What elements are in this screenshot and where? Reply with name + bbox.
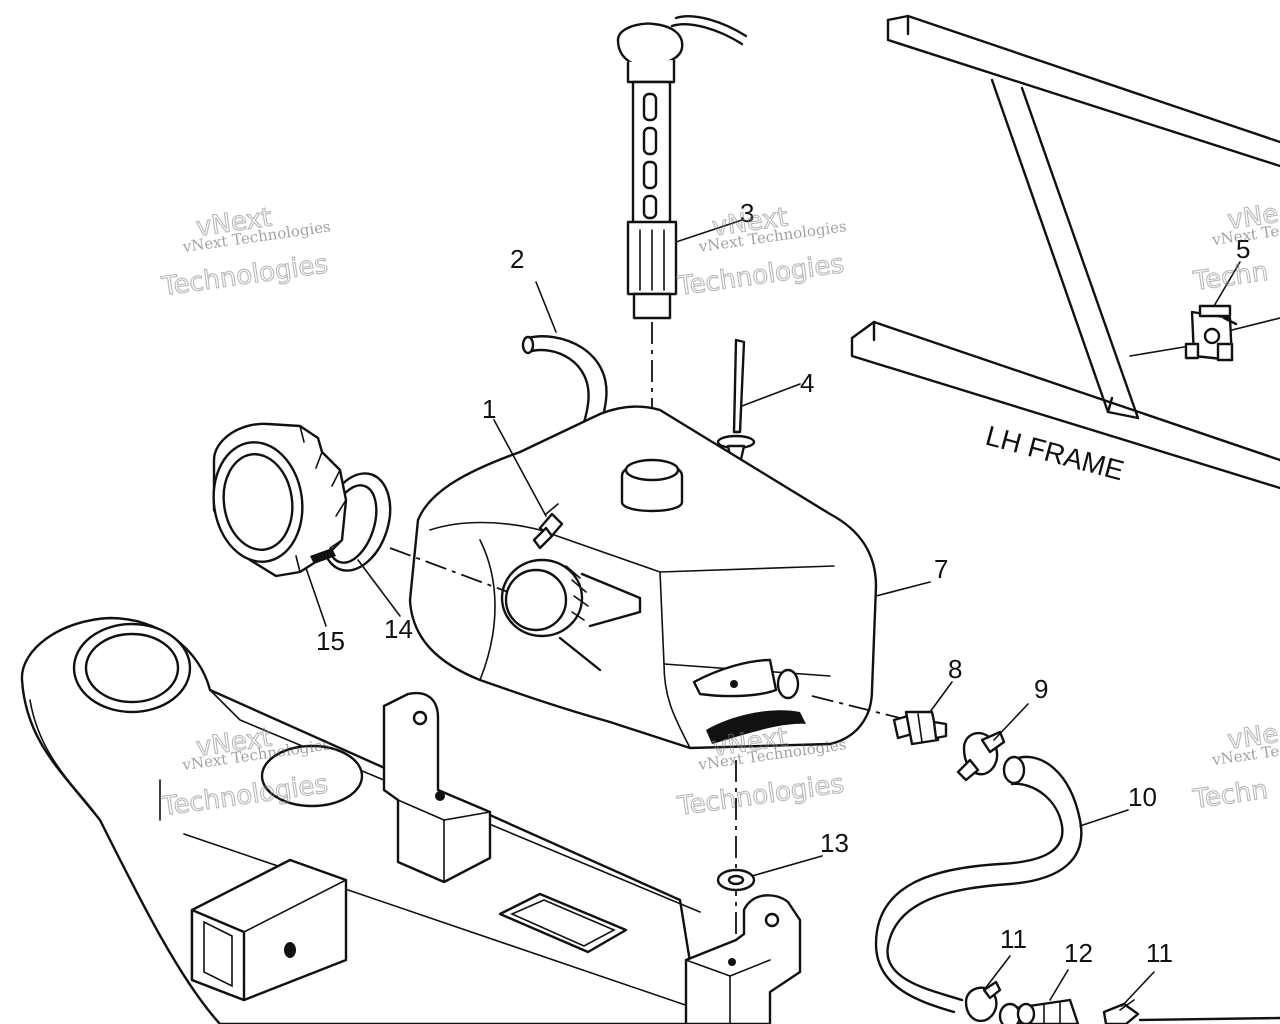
callout-15: 15 <box>316 626 345 656</box>
hose-clamp-part-11-left <box>964 980 1002 1023</box>
lh-frame-label: LH FRAME <box>982 420 1127 487</box>
lh-frame <box>850 14 1280 490</box>
callout-1: 1 <box>482 394 496 424</box>
frame-clip-part-5 <box>1184 304 1238 362</box>
watermark-top-right-edge: vNe Techn vNext Te <box>1190 198 1280 297</box>
breather-fitting-part-1 <box>532 503 564 550</box>
lower-frame-crossmember <box>20 616 802 1024</box>
callout-5: 5 <box>1236 234 1250 264</box>
svg-text:Technologies: Technologies <box>675 769 846 822</box>
callout-11-right: 11 <box>1146 938 1173 968</box>
hose-clamp-part-9 <box>956 730 1006 782</box>
callout-10: 10 <box>1128 782 1157 812</box>
watermark-mid-right-edge: vNe Techn vNext Te <box>1190 718 1280 815</box>
cap-centerline <box>389 547 509 593</box>
callout-12: 12 <box>1064 938 1093 968</box>
oil-tank-part-7 <box>408 405 878 750</box>
watermark-top-center: vNext Technologies vNext Technologies <box>675 202 848 303</box>
callout-2: 2 <box>510 244 524 274</box>
hose-clamp-part-11-right <box>1102 999 1280 1024</box>
outlet-fitting-part-8 <box>892 710 948 746</box>
callout-7: 7 <box>934 554 948 584</box>
callout-3: 3 <box>740 198 754 228</box>
svg-text:vNext Te: vNext Te <box>1210 742 1280 769</box>
callout-13: 13 <box>820 828 849 858</box>
outlet-centerline <box>811 695 901 719</box>
callout-8: 8 <box>948 654 962 684</box>
svg-text:Techn: Techn <box>1191 257 1270 297</box>
leader-lines <box>305 219 1241 1007</box>
callout-4: 4 <box>800 368 814 398</box>
svg-text:Technologies: Technologies <box>675 249 846 302</box>
callout-labels: 1 2 3 4 5 7 8 9 10 11 11 12 13 14 15 <box>316 198 1250 968</box>
oil-level-sender-part-3 <box>616 15 748 452</box>
watermark-top-left: vNext Technologies vNext Technologies <box>159 202 332 303</box>
callout-11-left: 11 <box>1000 924 1027 954</box>
svg-text:Technologies: Technologies <box>159 249 330 302</box>
callout-9: 9 <box>1034 674 1048 704</box>
outlet-hose-part-10 <box>874 755 1083 1014</box>
svg-text:Techn: Techn <box>1191 775 1270 815</box>
callout-14: 14 <box>384 614 413 644</box>
inline-filter-part-12 <box>998 998 1080 1024</box>
filler-cap-part-15 <box>212 422 348 578</box>
washer-part-13 <box>716 868 756 892</box>
